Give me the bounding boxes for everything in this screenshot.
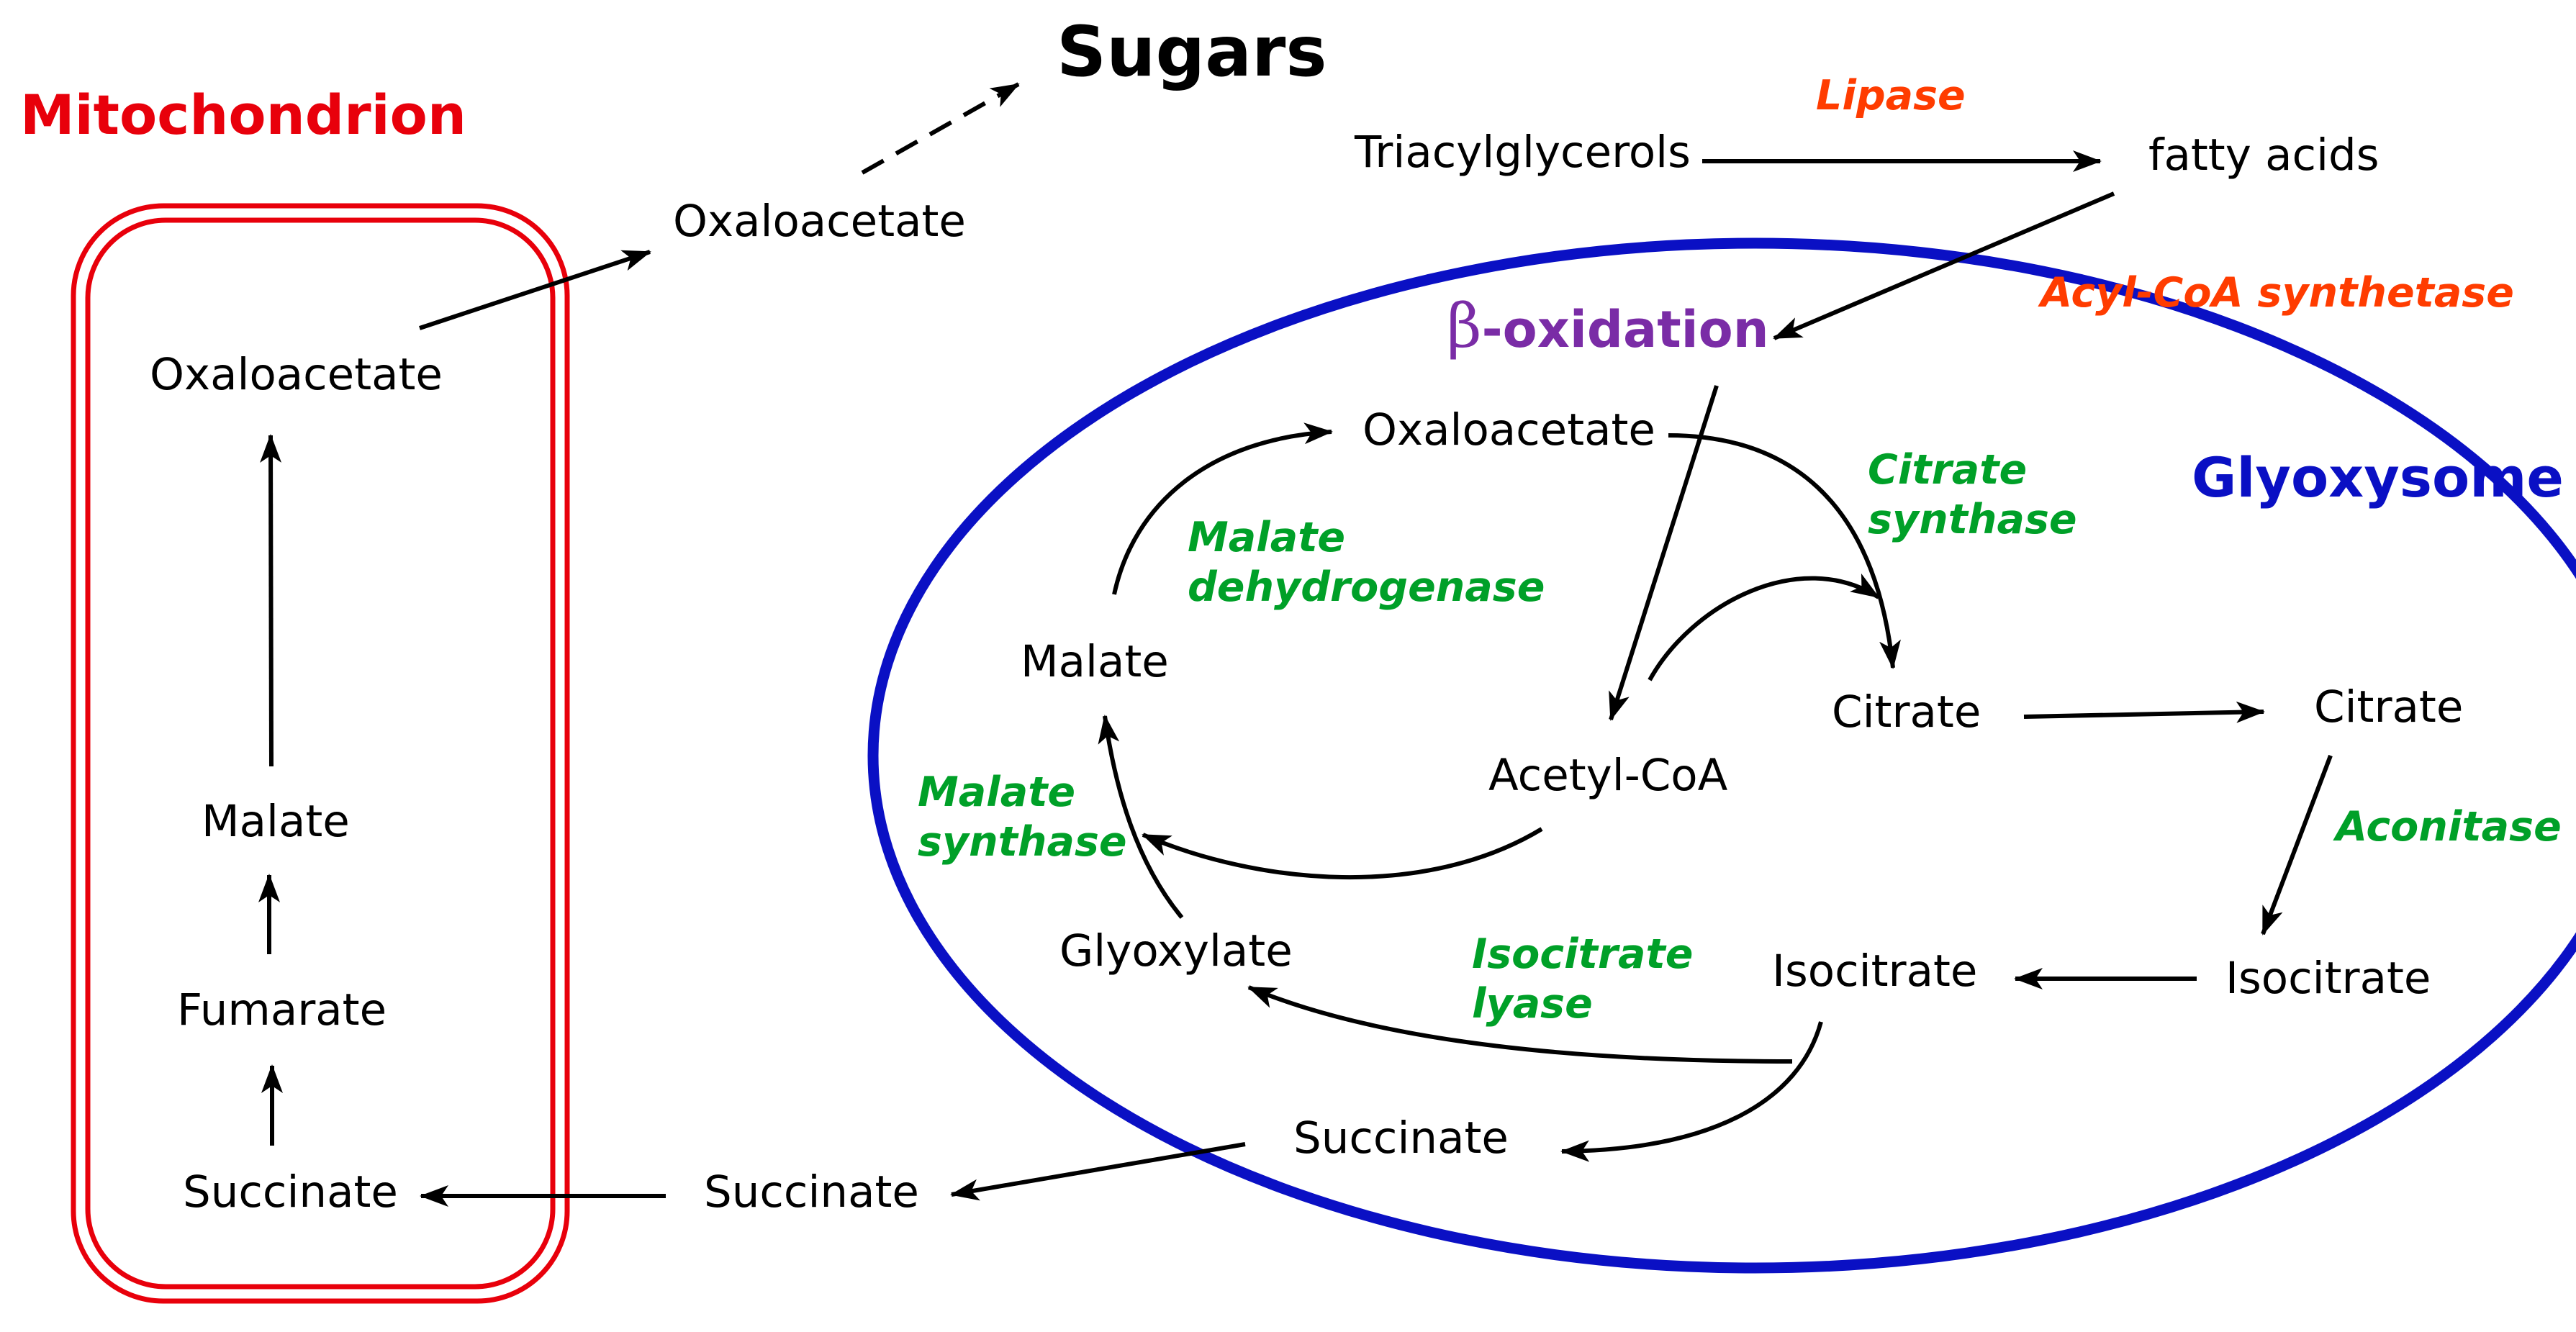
mito-fumarate-label: Fumarate	[177, 984, 387, 1036]
arrow-isocitrate-to-glyoxylate	[1247, 985, 1793, 1064]
glyoxysome-membrane	[867, 237, 2576, 1274]
malate-dehydrogenase-line-1: Malate	[1188, 514, 1345, 561]
cytosol-citrate-label: Citrate	[2314, 681, 2463, 733]
fatty-acids-label: fatty acids	[2148, 130, 2380, 181]
mitochondrion-inner-membrane	[85, 217, 556, 1290]
glyox-acetyl-coa-label: Acetyl-CoA	[1488, 750, 1728, 801]
arrow-oxaloacetate-to-citrate	[1668, 433, 1901, 669]
glyoxysome-title: Glyoxysome	[2192, 445, 2564, 509]
beta-oxidation-text: -oxidation	[1482, 300, 1769, 359]
cytosol-isocitrate-label: Isocitrate	[2225, 953, 2431, 1004]
arrow-isocitrate-to-succinate	[1560, 1021, 1823, 1162]
cytosol-oxaloacetate-label: Oxaloacetate	[673, 196, 966, 247]
lipase-enzyme-label: Lipase	[1816, 72, 1966, 119]
cytosol-succinate-label: Succinate	[704, 1166, 919, 1218]
glyox-isocitrate-label: Isocitrate	[1772, 946, 1977, 997]
arrow-fatty-acids-to-beta-oxidation	[1773, 191, 2115, 340]
glyox-succinate-label: Succinate	[1293, 1113, 1509, 1164]
isocitrate-lyase-line-2: lyase	[1472, 980, 1593, 1028]
malate-synthase-enzyme-label: Malate synthase	[918, 769, 1127, 866]
malate-synthase-line-2: synthase	[918, 818, 1127, 866]
beta-oxidation-label: β-oxidation	[1447, 291, 1769, 361]
triacylglycerols-label: Triacylglycerols	[1354, 127, 1691, 178]
citrate-synthase-line-2: synthase	[1868, 496, 2077, 543]
mitochondrion-outer-membrane	[71, 203, 570, 1304]
malate-synthase-line-1: Malate	[918, 769, 1075, 816]
glyox-malate-label: Malate	[1021, 636, 1169, 687]
mito-malate-label: Malate	[202, 796, 350, 847]
glyox-glyoxylate-label: Glyoxylate	[1059, 925, 1293, 977]
aconitase-enzyme-label: Aconitase	[2333, 803, 2562, 851]
citrate-synthase-line-1: Citrate	[1868, 446, 2027, 494]
mitochondrion-title: Mitochondrion	[20, 83, 466, 147]
arrow-mito-oxaloacetate-to-cytosol	[419, 250, 651, 330]
acyl-coa-synthetase-enzyme-label: Acyl-CoA synthetase	[2038, 269, 2514, 317]
beta-symbol: β	[1447, 291, 1482, 361]
arrow-acetyl-coa-to-malate-synthase	[1142, 827, 1543, 880]
mito-succinate-label: Succinate	[183, 1166, 398, 1218]
malate-dehydrogenase-enzyme-label: Malate dehydrogenase	[1188, 514, 1545, 611]
arrow-beta-oxidation-to-acetyl-coa	[1609, 385, 1719, 721]
glyox-oxaloacetate-label: Oxaloacetate	[1362, 404, 1655, 456]
sugars-label: Sugars	[1057, 12, 1327, 92]
arrow-cytosol-citrate-to-isocitrate	[2261, 754, 2333, 935]
citrate-synthase-enzyme-label: Citrate synthase	[1868, 446, 2077, 543]
arrow-glyoxylate-to-malate	[1098, 715, 1184, 919]
isocitrate-lyase-line-1: Isocitrate	[1472, 930, 1693, 978]
mitochondrion-membrane	[71, 203, 570, 1304]
arrow-oxaloacetate-to-sugars	[861, 82, 1020, 175]
arrow-glyox-citrate-to-cytosol-citrate	[2023, 701, 2265, 723]
arrow-malate-to-oxaloacetate-glyox	[1112, 422, 1333, 595]
glyox-citrate-label: Citrate	[1832, 687, 1981, 738]
malate-dehydrogenase-line-2: dehydrogenase	[1188, 563, 1545, 611]
arrow-acetyl-coa-into-citrate-synthase	[1648, 573, 1880, 681]
isocitrate-lyase-enzyme-label: Isocitrate lyase	[1472, 930, 1707, 1028]
reaction-arrows	[258, 82, 2333, 1207]
mito-oxaloacetate-label: Oxaloacetate	[150, 349, 443, 400]
arrow-glyox-succinate-to-cytosol-succinate	[950, 1142, 1246, 1201]
